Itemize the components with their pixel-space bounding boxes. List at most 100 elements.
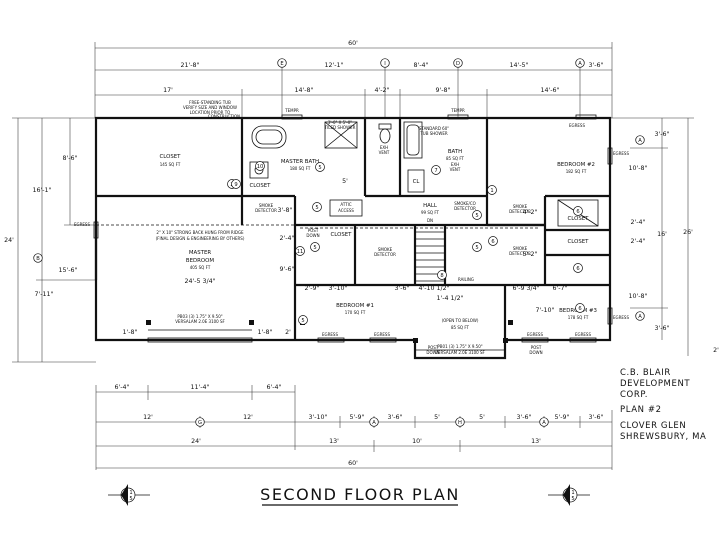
label-detector-4: DETECTOR [509, 251, 531, 256]
dim-bottom2-6: 5' [434, 414, 440, 421]
note-tubshower-2: TUB SHOWER [419, 131, 448, 136]
room-open-name: (OPEN TO BELOW) [442, 318, 479, 323]
door-tag-circle [431, 165, 441, 175]
room-bath-area: 85 SQ FT [446, 156, 465, 161]
dim-right-6: 10'-8" [629, 293, 648, 300]
room-bedroom3-area: 178 SQ FT [568, 315, 589, 320]
dim-bottom2-5: 3'-6" [388, 414, 403, 421]
door-tag-label: 7 [434, 168, 437, 174]
room-bedroom2-name: BEDROOM #2 [557, 162, 595, 168]
label-railing: RAILING [458, 277, 474, 282]
interior-dimensions: 5' 3'-8" 2'-4" 9'-6" 24'-5 3/4" 2'-9" 3'… [123, 178, 568, 336]
door-tag-circle [575, 303, 585, 313]
dim-bottom2-8: 3'-6" [517, 414, 532, 421]
note-beam: 2" X 10" STRONG BACK HUNG FROM RIDGE [156, 230, 244, 235]
dim-bottom1-3: 6'-4" [267, 384, 282, 391]
room-hall-name: HALL [423, 203, 437, 209]
note-beam-left: PB03 (3) 1.75" X 9.50" [177, 314, 222, 319]
section-right-sheet: 5 [571, 496, 574, 502]
door-tag-label: 8 [440, 273, 443, 279]
door-tag-circle [310, 242, 320, 252]
dim-misc-7: 3'-10" [329, 285, 348, 292]
dim-right-5: 2'-4" [631, 238, 646, 245]
bottom-dimensions: 6'-4" 11'-4" 6'-4" 12' 12' 3'-10" 5'-9" … [95, 384, 613, 470]
label-attic: ATTIC [340, 202, 351, 207]
note-beam-2: (FINAL DESIGN & ENGINEERING BY OTHERS) [156, 236, 245, 241]
label-down-2: DOWN [426, 350, 439, 355]
dim-right-8: 2' [713, 347, 719, 354]
room-bedroom1-name: BEDROOM #1 [336, 303, 374, 309]
door-tag-label: 6 [576, 209, 579, 215]
dim-overall-top: 60' [348, 40, 358, 47]
fixtures [93, 114, 613, 351]
dim-right-3: 10'-8" [629, 165, 648, 172]
door-tag-label: 6 [576, 266, 579, 272]
label-detector-2: DETECTOR [454, 206, 476, 211]
dim-bottom3-1: 24' [191, 438, 201, 445]
grid-bubble-top-i: I [384, 61, 386, 67]
label-egress-bed3-b: EGRESS [575, 332, 591, 337]
door-tag-label: 5 [301, 318, 304, 324]
dim-right-4: 2'-4" [631, 219, 646, 226]
dim-top2-4: 9'-8" [436, 87, 451, 94]
dim-right-overall: 26' [683, 229, 693, 236]
door-tag-label: 6 [578, 306, 581, 312]
dim-misc-10: 1'-4 1/2" [436, 295, 463, 302]
left-dimensions: 24' 16'-1" 8'-6" 15'-6" 7'-11" B [4, 117, 96, 363]
room-master-bedroom-name: MASTER [189, 250, 211, 256]
label-down-3: DOWN [529, 350, 542, 355]
door-tag-label: 5 [318, 165, 321, 171]
door-tag-circle [573, 263, 583, 273]
room-master-bedroom-area: 405 SQ FT [190, 265, 211, 270]
dim-top2-3: 4'-2" [375, 87, 390, 94]
door-tag-label: 5 [313, 245, 316, 251]
dim-misc-3: 2'-4" [280, 235, 295, 242]
dim-misc-18: 2' [285, 329, 291, 336]
door-tag-circle [573, 206, 583, 216]
dim-left-3: 15'-6" [59, 267, 78, 274]
dim-misc-11: 6'-9 3/4" [512, 285, 539, 292]
door-tag-circle [255, 161, 265, 171]
dim-top1-3: 8'-4" [414, 62, 429, 69]
label-egress-top: EGRESS [569, 123, 585, 128]
right-dimensions: 26' 16' 3'-6" 10'-8" 2'-4" 2'-4" 10'-8" … [610, 117, 719, 356]
dim-misc-1: 5' [342, 178, 348, 185]
door-tag-circle [488, 236, 498, 246]
dim-top1-5: 3'-6" [589, 62, 604, 69]
dim-misc-2: 3'-8" [278, 207, 293, 214]
dim-left-4: 7'-11" [35, 291, 54, 298]
door-tag-label: 10 [257, 164, 264, 170]
dim-right-1: 16' [657, 231, 667, 238]
door-tag-circle [472, 242, 482, 252]
dim-bottom2-3: 3'-10" [309, 414, 328, 421]
section-marker-right: 1 5 [548, 484, 590, 506]
dim-bottom1-1: 6'-4" [115, 384, 130, 391]
dim-bottom2-4: 5'-9" [350, 414, 365, 421]
label-detector-3: DETECTOR [509, 209, 531, 214]
label-tempr-1: TEMPR [284, 108, 299, 113]
note-beam-left-2: VERSALAM 2.0E 3100 SF [175, 319, 225, 324]
note-tubshower-1: STANDARD 60" [419, 126, 449, 131]
dim-misc-9: 4'-10 1/2" [418, 285, 449, 292]
label-smoke-co: SMOKE/CO [454, 201, 476, 206]
walls [94, 116, 612, 360]
dim-misc-8: 3'-6" [395, 285, 410, 292]
door-tag-label: 6 [491, 239, 494, 245]
dim-misc-6: 2'-9" [305, 285, 320, 292]
grid-bubble-top-e: E [280, 61, 283, 67]
door-tag-label: 5 [315, 205, 318, 211]
label-egress-left: EGRESS [74, 222, 90, 227]
dim-misc-16: 1'-8" [123, 329, 138, 336]
door-tag-label: 5 [475, 245, 478, 251]
dim-bottom2-1: 12' [143, 414, 153, 421]
label-dn: DN [427, 218, 433, 223]
label-closet-right-2: CLOSET [568, 239, 590, 245]
company-line-1: C.B. BLAIR [620, 368, 671, 378]
plan-number: PLAN #2 [620, 405, 662, 415]
label-post-3: POST [531, 345, 542, 350]
title-block: C.B. BLAIR DEVELOPMENT CORP. PLAN #2 CLO… [620, 368, 706, 442]
dim-bottom3-3: 10' [412, 438, 422, 445]
dim-misc-12: 6'-7" [553, 285, 568, 292]
dim-top1-2: 12'-1" [325, 62, 344, 69]
